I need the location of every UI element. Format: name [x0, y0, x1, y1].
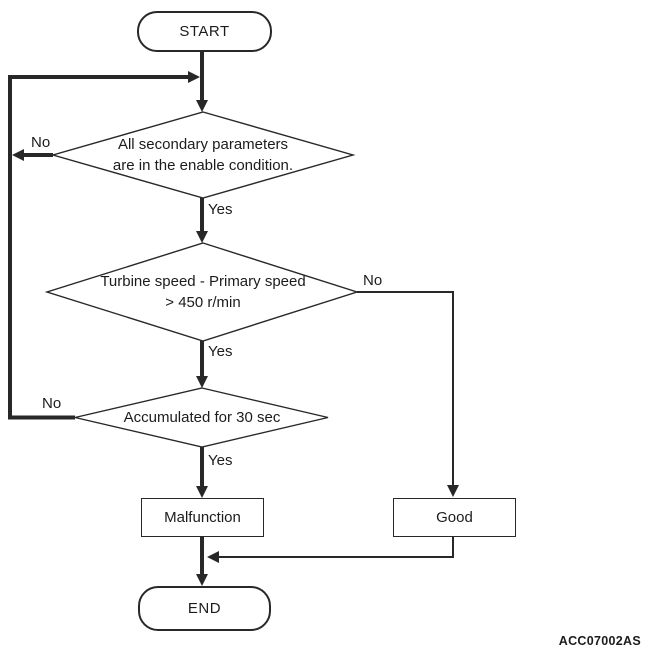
- decision1-no-label: No: [31, 134, 51, 151]
- arrowhead-good-merge: [207, 551, 219, 563]
- decision2-yes-label: Yes: [208, 343, 233, 360]
- end-node: END: [138, 586, 271, 631]
- figure-code: ACC07002AS: [558, 634, 641, 648]
- arrowhead-decision1-no: [12, 149, 24, 161]
- start-node: START: [137, 11, 272, 52]
- malfunction-label: Malfunction: [164, 509, 241, 526]
- arrowhead-into-decision1: [196, 100, 208, 112]
- edge-loop-return: [8, 75, 189, 420]
- arrowhead-into-decision2: [196, 231, 208, 243]
- arrowhead-into-good: [447, 485, 459, 497]
- edge-good-to-end: [218, 535, 454, 558]
- decision1-diamond: [50, 111, 356, 199]
- arrowhead-into-end: [196, 574, 208, 586]
- edge-decision2-no: [357, 291, 454, 486]
- end-label: END: [187, 600, 222, 617]
- decision3-no-label: No: [42, 395, 62, 412]
- arrowhead-into-decision3: [196, 376, 208, 388]
- decision3-yes-label: Yes: [208, 452, 233, 469]
- decision3-diamond: [74, 387, 329, 448]
- decision2-diamond: [44, 242, 360, 342]
- decision2-no-label: No: [363, 272, 383, 289]
- start-label: START: [179, 23, 230, 40]
- arrowhead-into-malfunction: [196, 486, 208, 498]
- decision1-yes-label: Yes: [208, 201, 233, 218]
- good-node: Good: [393, 498, 516, 537]
- good-label: Good: [436, 509, 473, 526]
- arrowhead-loop-junction: [188, 71, 200, 83]
- malfunction-node: Malfunction: [141, 498, 264, 537]
